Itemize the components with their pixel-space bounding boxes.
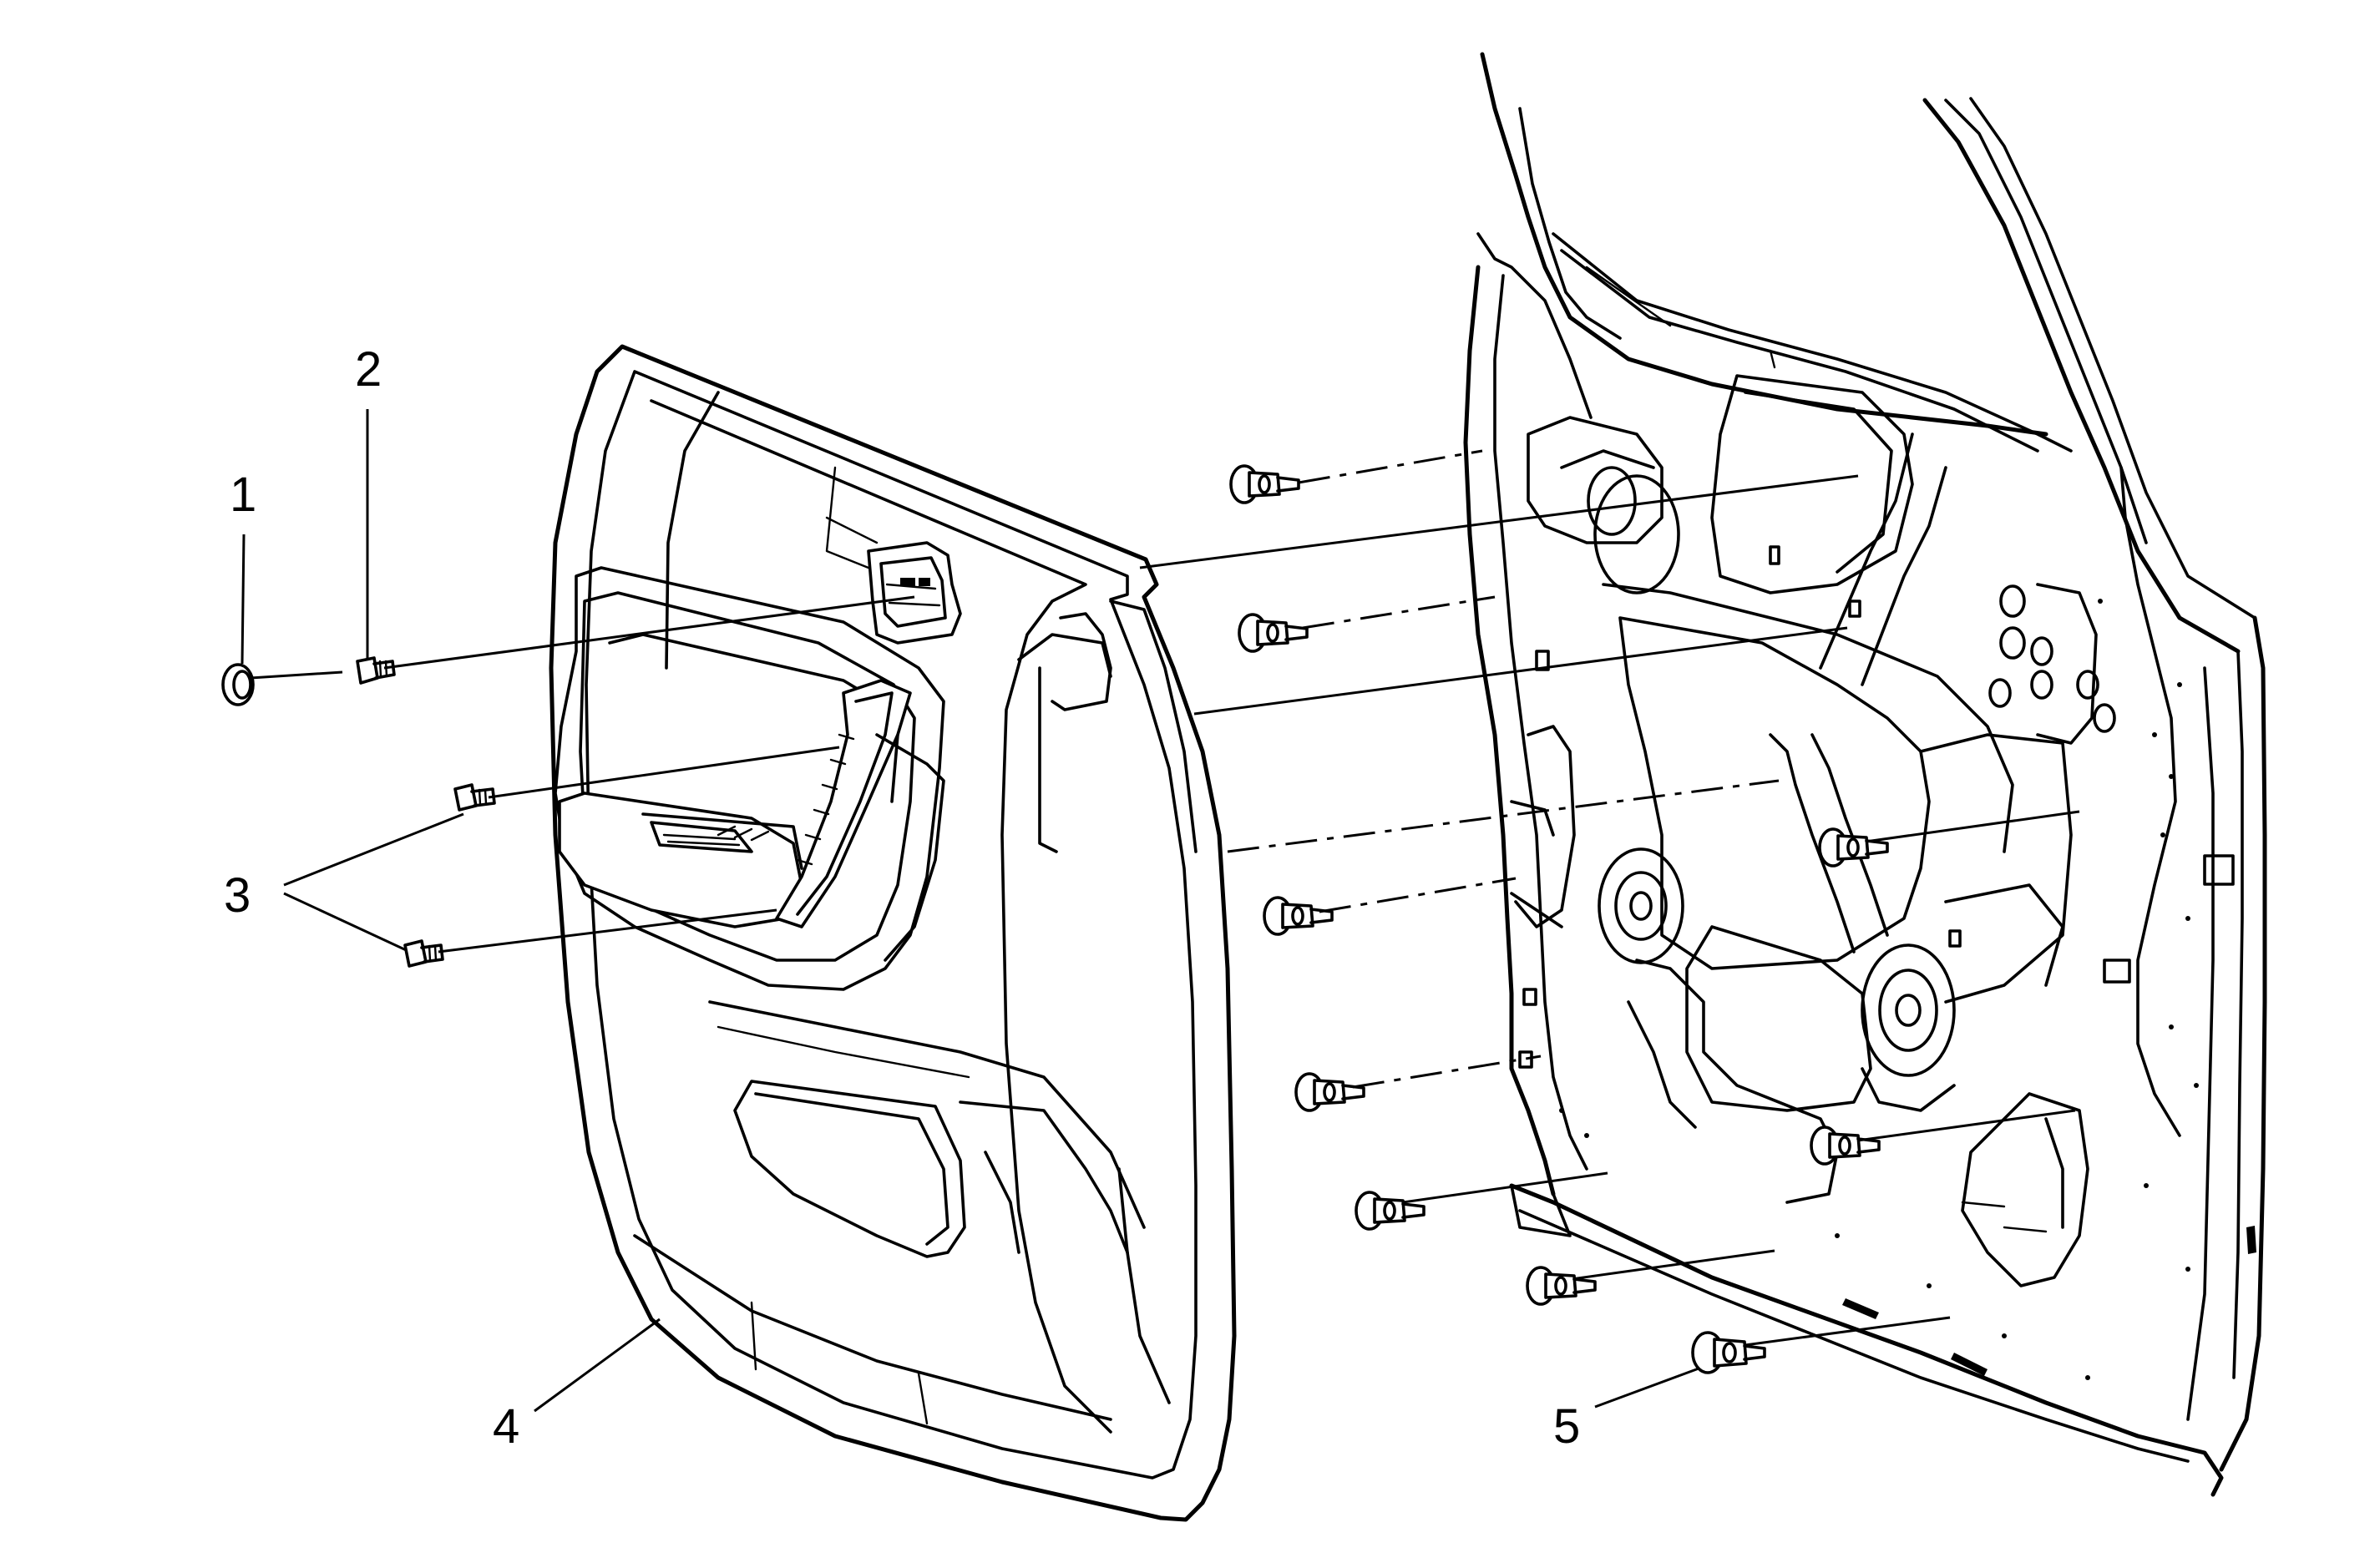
callout-3: 3: [224, 868, 251, 923]
callout-labels: 1 2 3 4 5: [224, 342, 1580, 1454]
callout-5: 5: [1553, 1399, 1580, 1454]
fastener-2-screw: [356, 656, 396, 685]
callout-1: 1: [230, 468, 256, 522]
retainer-clips: [1229, 464, 1889, 1374]
fastener-1-cap: [221, 663, 255, 706]
callout-2: 2: [355, 342, 382, 397]
fastener-3-screw-upper: [453, 783, 496, 812]
fastener-3-screw-lower: [403, 939, 444, 968]
door-inner-panel: [1463, 52, 2267, 1497]
leader-lines: [241, 409, 2080, 1413]
callout-4: 4: [493, 1399, 519, 1454]
door-trim-panel: [549, 344, 1237, 1522]
